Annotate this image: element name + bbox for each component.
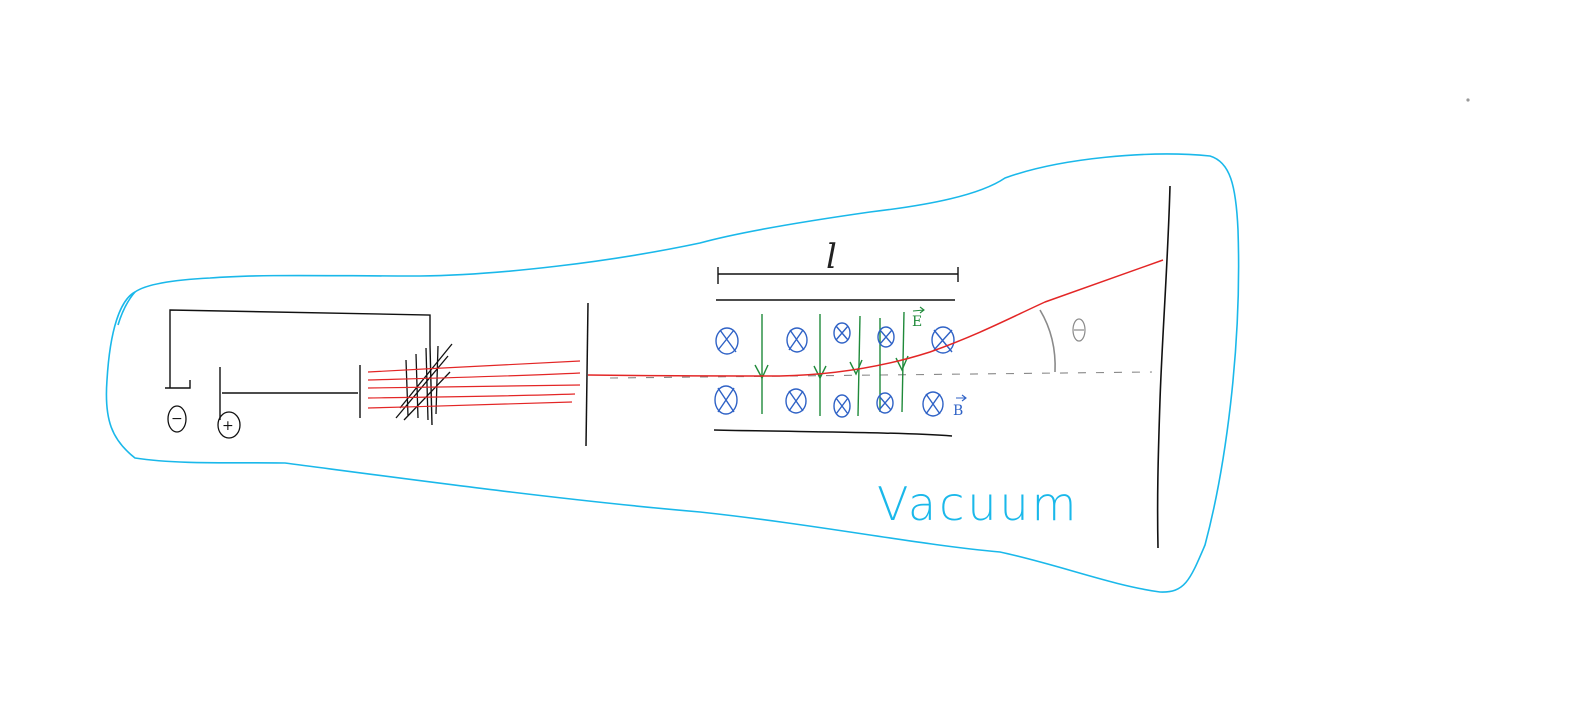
b-field-label: B [953, 403, 963, 419]
b-marker-icon [714, 385, 738, 415]
electron-beams-pre-aperture [367, 360, 581, 409]
b-marker-icon [715, 327, 739, 355]
angle-symbol-outline [1072, 318, 1086, 342]
b-marker-icon [876, 392, 894, 414]
accelerating-grid [395, 343, 453, 421]
angle-arc [1039, 309, 1056, 373]
stray-dot [1466, 98, 1470, 102]
length-label: l [826, 237, 837, 277]
b-marker-icon [833, 322, 851, 344]
minus-sign: − [171, 411, 183, 427]
b-marker-icon [877, 326, 895, 348]
fluorescent-screen [1156, 185, 1171, 549]
beam-axis-dashed [609, 371, 1153, 379]
minus-terminal: − [167, 405, 187, 433]
b-marker-icon [931, 326, 955, 354]
b-field-vector-arrow [956, 394, 967, 402]
bottom-plate [713, 429, 953, 437]
length-indicator [717, 267, 959, 284]
b-marker-icon [786, 327, 808, 353]
vacuum-label: Vacuum [877, 477, 1080, 531]
electron-gun-circuit [165, 309, 433, 426]
e-field-vector-arrow [912, 306, 925, 314]
b-marker-icon [833, 394, 851, 418]
magnetic-field-markers [714, 322, 955, 418]
b-marker-icon [785, 388, 807, 414]
e-field-label: E [912, 314, 922, 330]
aperture-plate [585, 302, 589, 447]
angle-label: θ [1100, 318, 1114, 346]
vacuum-tube-outline-lip [117, 291, 136, 326]
b-marker-icon [922, 391, 944, 417]
deflected-electron-beam [587, 259, 1164, 377]
vacuum-tube-outline [105, 153, 1240, 593]
plus-terminal: + [217, 411, 241, 439]
plus-sign: + [222, 418, 234, 434]
